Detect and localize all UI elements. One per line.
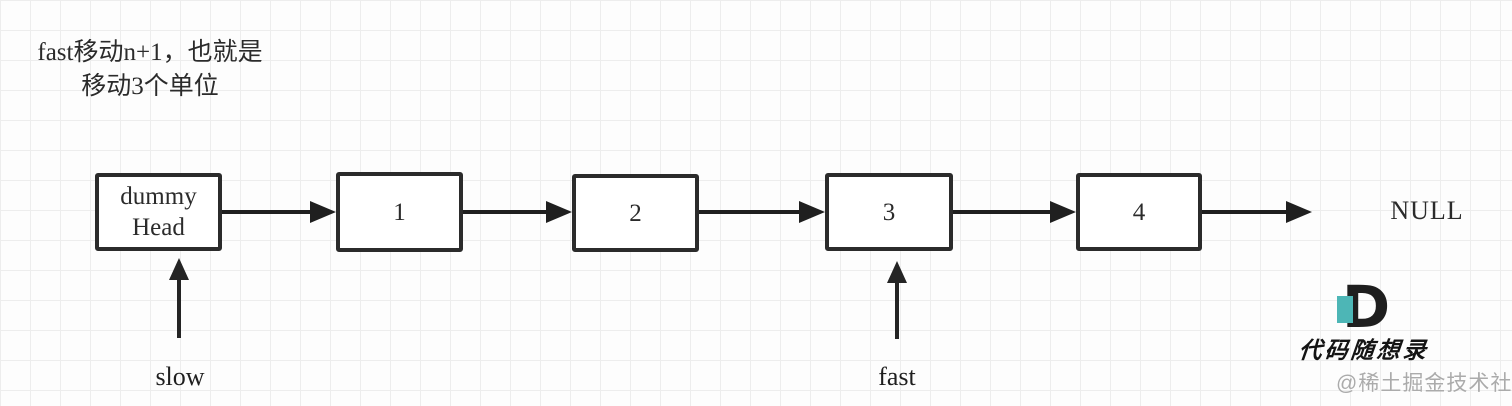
arrow-shaft: [463, 210, 552, 214]
arrow-up-icon: [169, 258, 189, 280]
arrow-shaft: [1202, 210, 1292, 214]
arrow-head-icon: [310, 201, 336, 223]
annotation-line-1: fast移动n+1，也就是: [37, 39, 263, 66]
fast-pointer-label: fast: [878, 362, 916, 391]
arrow-head-icon: [546, 201, 572, 223]
node-dummy-head: dummy Head: [95, 173, 222, 251]
node-2: 2: [572, 174, 699, 252]
arrow-shaft: [953, 210, 1056, 214]
null-terminator: NULL: [1390, 196, 1464, 225]
arrow-head-icon: [799, 201, 825, 223]
slow-pointer-label: slow: [155, 362, 205, 391]
node-4: 4: [1076, 173, 1202, 251]
fast-pointer-arrow: [887, 261, 907, 339]
carl-logo-accent-icon: [1337, 296, 1353, 323]
carl-logo-text: 代码随想录: [1297, 338, 1431, 363]
annotation-note: fast移动n+1，也就是 移动3个单位: [19, 36, 281, 104]
node-3: 3: [825, 173, 953, 251]
arrow-shaft: [895, 279, 899, 339]
arrow-shaft: [222, 210, 316, 214]
juejin-community-watermark: @稀土掘金技术社区: [1336, 372, 1512, 395]
annotation-line-2: 移动3个单位: [81, 73, 219, 100]
arrow-head-icon: [1286, 201, 1312, 223]
arrow-head-icon: [1050, 201, 1076, 223]
arrow-shaft: [177, 276, 181, 338]
arrow-shaft: [699, 210, 805, 214]
slow-pointer-arrow: [169, 258, 189, 338]
node-1: 1: [336, 172, 463, 252]
arrow-up-icon: [887, 261, 907, 283]
